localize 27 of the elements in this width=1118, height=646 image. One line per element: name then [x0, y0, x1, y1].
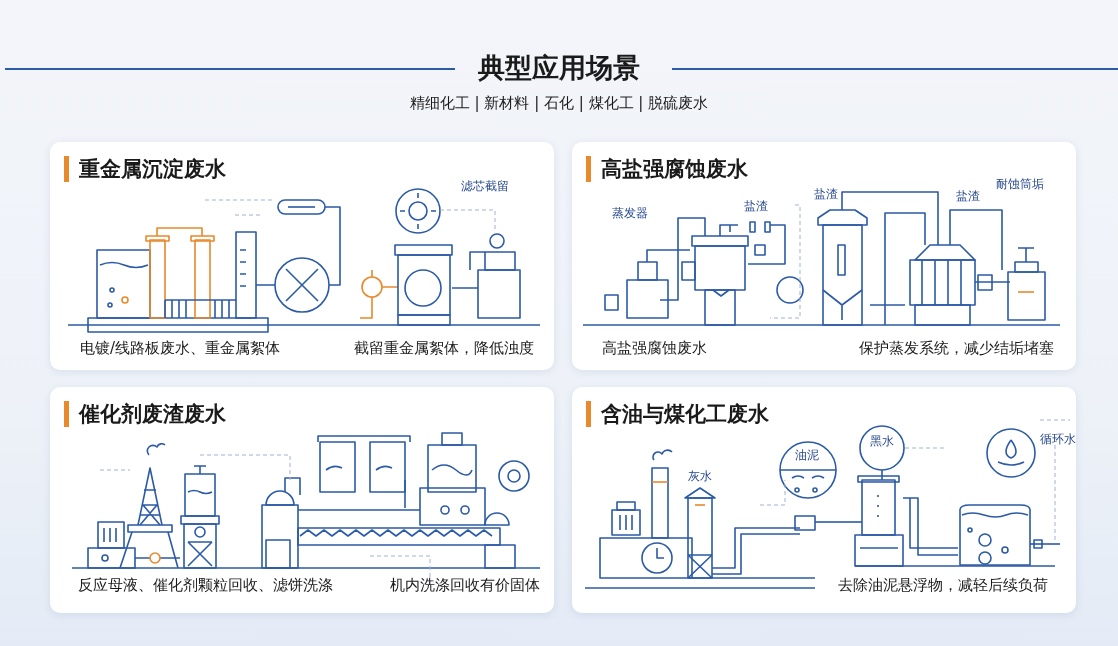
panel-caption: 高盐强腐蚀废水: [602, 338, 707, 358]
equipment-label: 盐渣: [956, 189, 980, 203]
panel-caption: 电镀/线路板废水、重金属絮体: [80, 338, 281, 358]
equipment-label: 耐蚀筒垢: [996, 177, 1044, 191]
panel-card: [572, 387, 1076, 613]
panel-caption: 截留重金属絮体，降低浊度: [354, 338, 534, 358]
equipment-label: 黑水: [870, 434, 894, 448]
equipment-label: 循环水: [1040, 432, 1076, 446]
panel-caption: 去除油泥悬浮物，减轻后续负荷: [838, 575, 1048, 595]
panel-caption: 机内洗涤回收有价固体: [390, 575, 540, 595]
equipment-label: 蒸发器: [612, 206, 648, 220]
panel-caption: 保护蒸发系统，减少结垢堵塞: [859, 338, 1054, 358]
panel-card: [50, 387, 554, 613]
panel-heading: 高盐强腐蚀废水: [586, 156, 748, 182]
equipment-label: 盐渣: [814, 187, 838, 201]
equipment-label: 滤芯截留: [461, 179, 509, 193]
panel-heading: 重金属沉淀废水: [64, 156, 226, 182]
panel-card: [572, 142, 1076, 370]
equipment-label: 盐渣: [744, 199, 768, 213]
panel-heading: 含油与煤化工废水: [586, 401, 769, 427]
subtitle: 精细化工 | 新材料 | 石化 | 煤化工 | 脱硫废水: [409, 93, 709, 113]
equipment-label: 油泥: [795, 448, 819, 462]
panel-card: [50, 142, 554, 370]
panel-heading: 催化剂废渣废水: [64, 401, 226, 427]
equipment-label: 灰水: [688, 469, 712, 483]
title: 典型应用场景: [478, 52, 640, 83]
panel-caption: 反应母液、催化剂颗粒回收、滤饼洗涤: [78, 575, 333, 595]
